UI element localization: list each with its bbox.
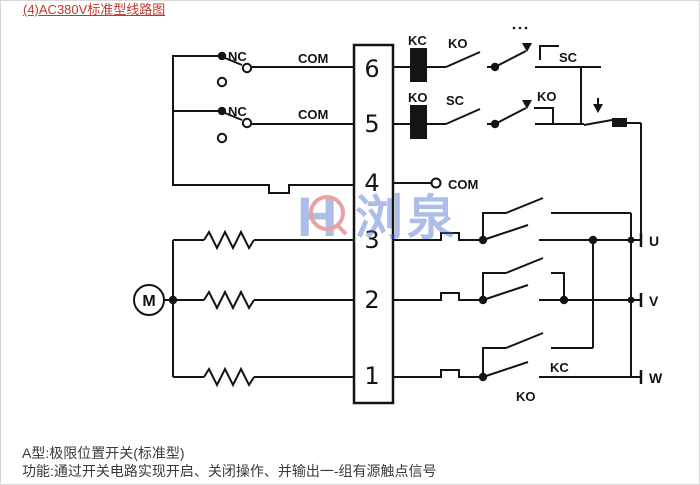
winding-row3 (173, 229, 354, 251)
label-phase-w: W (649, 370, 663, 386)
artifact-dot (524, 26, 528, 30)
row6-relay-circuit: KC KO SC (393, 26, 601, 124)
label-ko-row1: KO (516, 389, 536, 404)
row5-end-arrow-icon (593, 104, 603, 113)
row6-nc-blade (224, 57, 243, 66)
label-nc-row5: NC (228, 104, 247, 119)
left-limit-switch-section: NC NC COM COM (172, 49, 354, 194)
row2-upper-blade (505, 257, 544, 274)
row3-junction-dot (478, 235, 488, 245)
row5-open-terminal-circle (216, 132, 228, 144)
page-title[interactable]: (4)AC380V标准型线路图 (23, 2, 166, 17)
ko-coil-block-row5 (410, 105, 427, 139)
label-sc-row5: SC (446, 93, 465, 108)
row3-wire-with-jump (393, 232, 483, 241)
row2-lower-blade (482, 284, 529, 301)
row2-out-junction-dot (559, 295, 569, 305)
label-ko-row6: KO (448, 36, 468, 51)
row1-upper-blade (505, 332, 544, 349)
watermark: H 浏泉 (297, 185, 459, 248)
label-kc-row6: KC (408, 33, 427, 48)
phase-output-section: KC KO U V W (393, 197, 663, 404)
row6-blade-arrow-icon (522, 43, 532, 52)
label-phase-v: V (649, 293, 659, 309)
u-bus-dot (627, 236, 635, 244)
row6-open-terminal-circle (216, 76, 228, 88)
row1-lower-blade (482, 361, 529, 378)
row6-ko-blade (445, 51, 481, 68)
row2-upper-out-wire (551, 272, 565, 300)
motor-letter: M (142, 293, 155, 310)
terminal-4: 4 (364, 169, 379, 197)
row6-contact-circle (241, 62, 253, 74)
label-ko-rect-row5: KO (408, 90, 428, 105)
row5-actuated-blade (494, 107, 527, 125)
label-com-row4: COM (448, 177, 478, 192)
row5-nc-pivot-dot (217, 106, 227, 116)
row2-upper-branch (482, 272, 506, 300)
label-kc-row1: KC (550, 360, 569, 375)
terminal-block: 6 5 4 3 2 1 (352, 43, 395, 405)
watermark-text: 浏泉 (355, 190, 459, 246)
terminal-5: 5 (364, 110, 379, 138)
row5-sc-blade (445, 108, 481, 125)
v-bus-dot (627, 296, 635, 304)
row3-upper-blade (505, 197, 544, 214)
row5-switch-dot (490, 119, 500, 129)
row5-end-contact-block (612, 118, 627, 127)
label-com-row5: COM (298, 107, 328, 122)
label-com-row6: COM (298, 51, 328, 66)
watermark-q-tail-icon (335, 223, 348, 236)
caption-function: 功能:通过开关电路实现开启、关闭操作、并输出一-组有源触点信号 (22, 463, 437, 479)
label-phase-u: U (649, 233, 659, 249)
terminal-1: 1 (364, 362, 379, 390)
left-bus-and-row4-wire (172, 55, 354, 194)
row2-junction-dot (478, 295, 488, 305)
row4-com-circle (430, 177, 442, 189)
label-sc-row6: SC (559, 50, 578, 65)
row4-com-output: COM (393, 177, 478, 192)
row5-relay-circuit: KO SC KO (393, 89, 642, 240)
row1-upper-branch (482, 347, 506, 377)
row1-wire-with-jump (393, 369, 483, 378)
artifact-dot (518, 26, 522, 30)
row5-blade-arrow-icon (522, 100, 532, 109)
row3-lower-blade (482, 224, 529, 241)
row5-end-switch-blade (583, 119, 613, 126)
ko-bracket-row5 (534, 107, 554, 123)
sc-bracket-row6 (539, 45, 559, 60)
row5-nc-blade (224, 112, 243, 121)
motor-section: M (133, 229, 354, 388)
row6-actuated-blade (494, 50, 527, 68)
terminal-block-body (352, 43, 395, 405)
winding-row2 (173, 289, 354, 311)
row5-contact-circle (241, 117, 253, 129)
caption-type: A型:极限位置开关(标准型) (22, 445, 185, 461)
winding-row1 (173, 366, 354, 388)
watermark-q-icon (309, 195, 345, 231)
label-ko-mid-row5: KO (537, 89, 557, 104)
row1-junction-dot (478, 372, 488, 382)
artifact-dot (512, 26, 516, 30)
row3-upper-branch (482, 212, 506, 240)
kc-coil-block-row6 (410, 48, 427, 82)
watermark-letter-h: H (297, 185, 337, 248)
terminal-3: 3 (364, 226, 379, 254)
row6-nc-pivot-dot (217, 51, 227, 61)
row3-out-junction-dot (588, 235, 598, 245)
terminal-2: 2 (364, 286, 379, 314)
row2-wire-with-jump (393, 292, 483, 301)
terminal-6: 6 (364, 55, 379, 83)
row6-switch-dot (490, 62, 500, 72)
label-nc-row6: NC (228, 49, 247, 64)
